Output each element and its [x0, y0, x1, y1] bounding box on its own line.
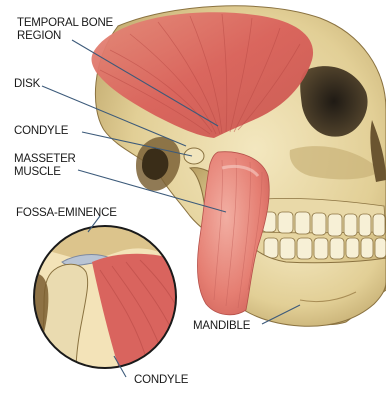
joint-detail-inset: [30, 222, 182, 372]
condyle-head: [184, 148, 204, 164]
label-condyle-top: CONDYLE: [14, 125, 68, 138]
label-mandible: MANDIBLE: [193, 320, 250, 333]
lower-teeth: [264, 238, 386, 259]
upper-teeth: [262, 212, 385, 236]
label-fossa-eminence: FOSSA-EMINENCE: [16, 207, 117, 220]
label-condyle-bottom: CONDYLE: [134, 374, 188, 387]
label-disk: DISK: [14, 78, 40, 91]
